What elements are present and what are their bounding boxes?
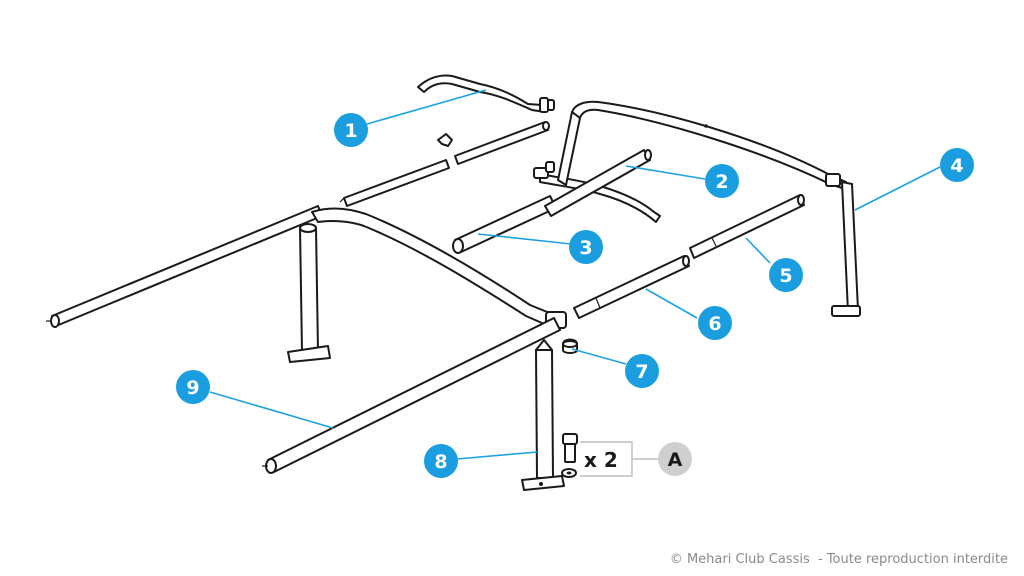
callout-1: 1	[334, 113, 368, 147]
callout-6-label: 6	[708, 313, 721, 335]
callout-9-label: 9	[186, 377, 199, 399]
callout-2: 2	[705, 164, 739, 198]
part-1-bent-bar	[417, 74, 555, 113]
quantity-bracket: x 2	[580, 441, 660, 477]
callout-3-label: 3	[579, 237, 592, 259]
callout-4-label: 4	[950, 155, 963, 177]
callout-2-label: 2	[715, 171, 728, 193]
callout-4: 4	[940, 148, 974, 182]
leader-lines	[209, 89, 941, 460]
callout-5: 5	[769, 258, 803, 292]
callout-1-label: 1	[344, 120, 357, 142]
copyright-notice: © Mehari Club Cassis - Toute reproductio…	[669, 552, 1008, 567]
callout-8-label: 8	[434, 451, 447, 473]
small-clip	[437, 133, 453, 147]
part-4-rear-hoop	[557, 100, 861, 317]
callout-7: 7	[625, 354, 659, 388]
callout-3: 3	[569, 230, 603, 264]
front-frame-assembly	[46, 205, 567, 491]
part-6-tube	[573, 255, 690, 319]
reference-label: A	[668, 449, 683, 471]
part-7-cap	[562, 338, 578, 354]
rear-left-tube-pair	[339, 121, 550, 207]
callout-5-label: 5	[779, 265, 792, 287]
bolt-and-washer	[561, 433, 578, 478]
callout-6: 6	[698, 306, 732, 340]
quantity-label: x 2	[584, 448, 618, 472]
callout-9: 9	[176, 370, 210, 404]
part-9-long-tube	[262, 317, 561, 474]
part-3-tube	[452, 149, 652, 254]
callout-7-label: 7	[635, 361, 648, 383]
reference-badge-a: A	[658, 442, 692, 476]
part-5-tube	[689, 194, 805, 259]
callout-8: 8	[424, 444, 458, 478]
